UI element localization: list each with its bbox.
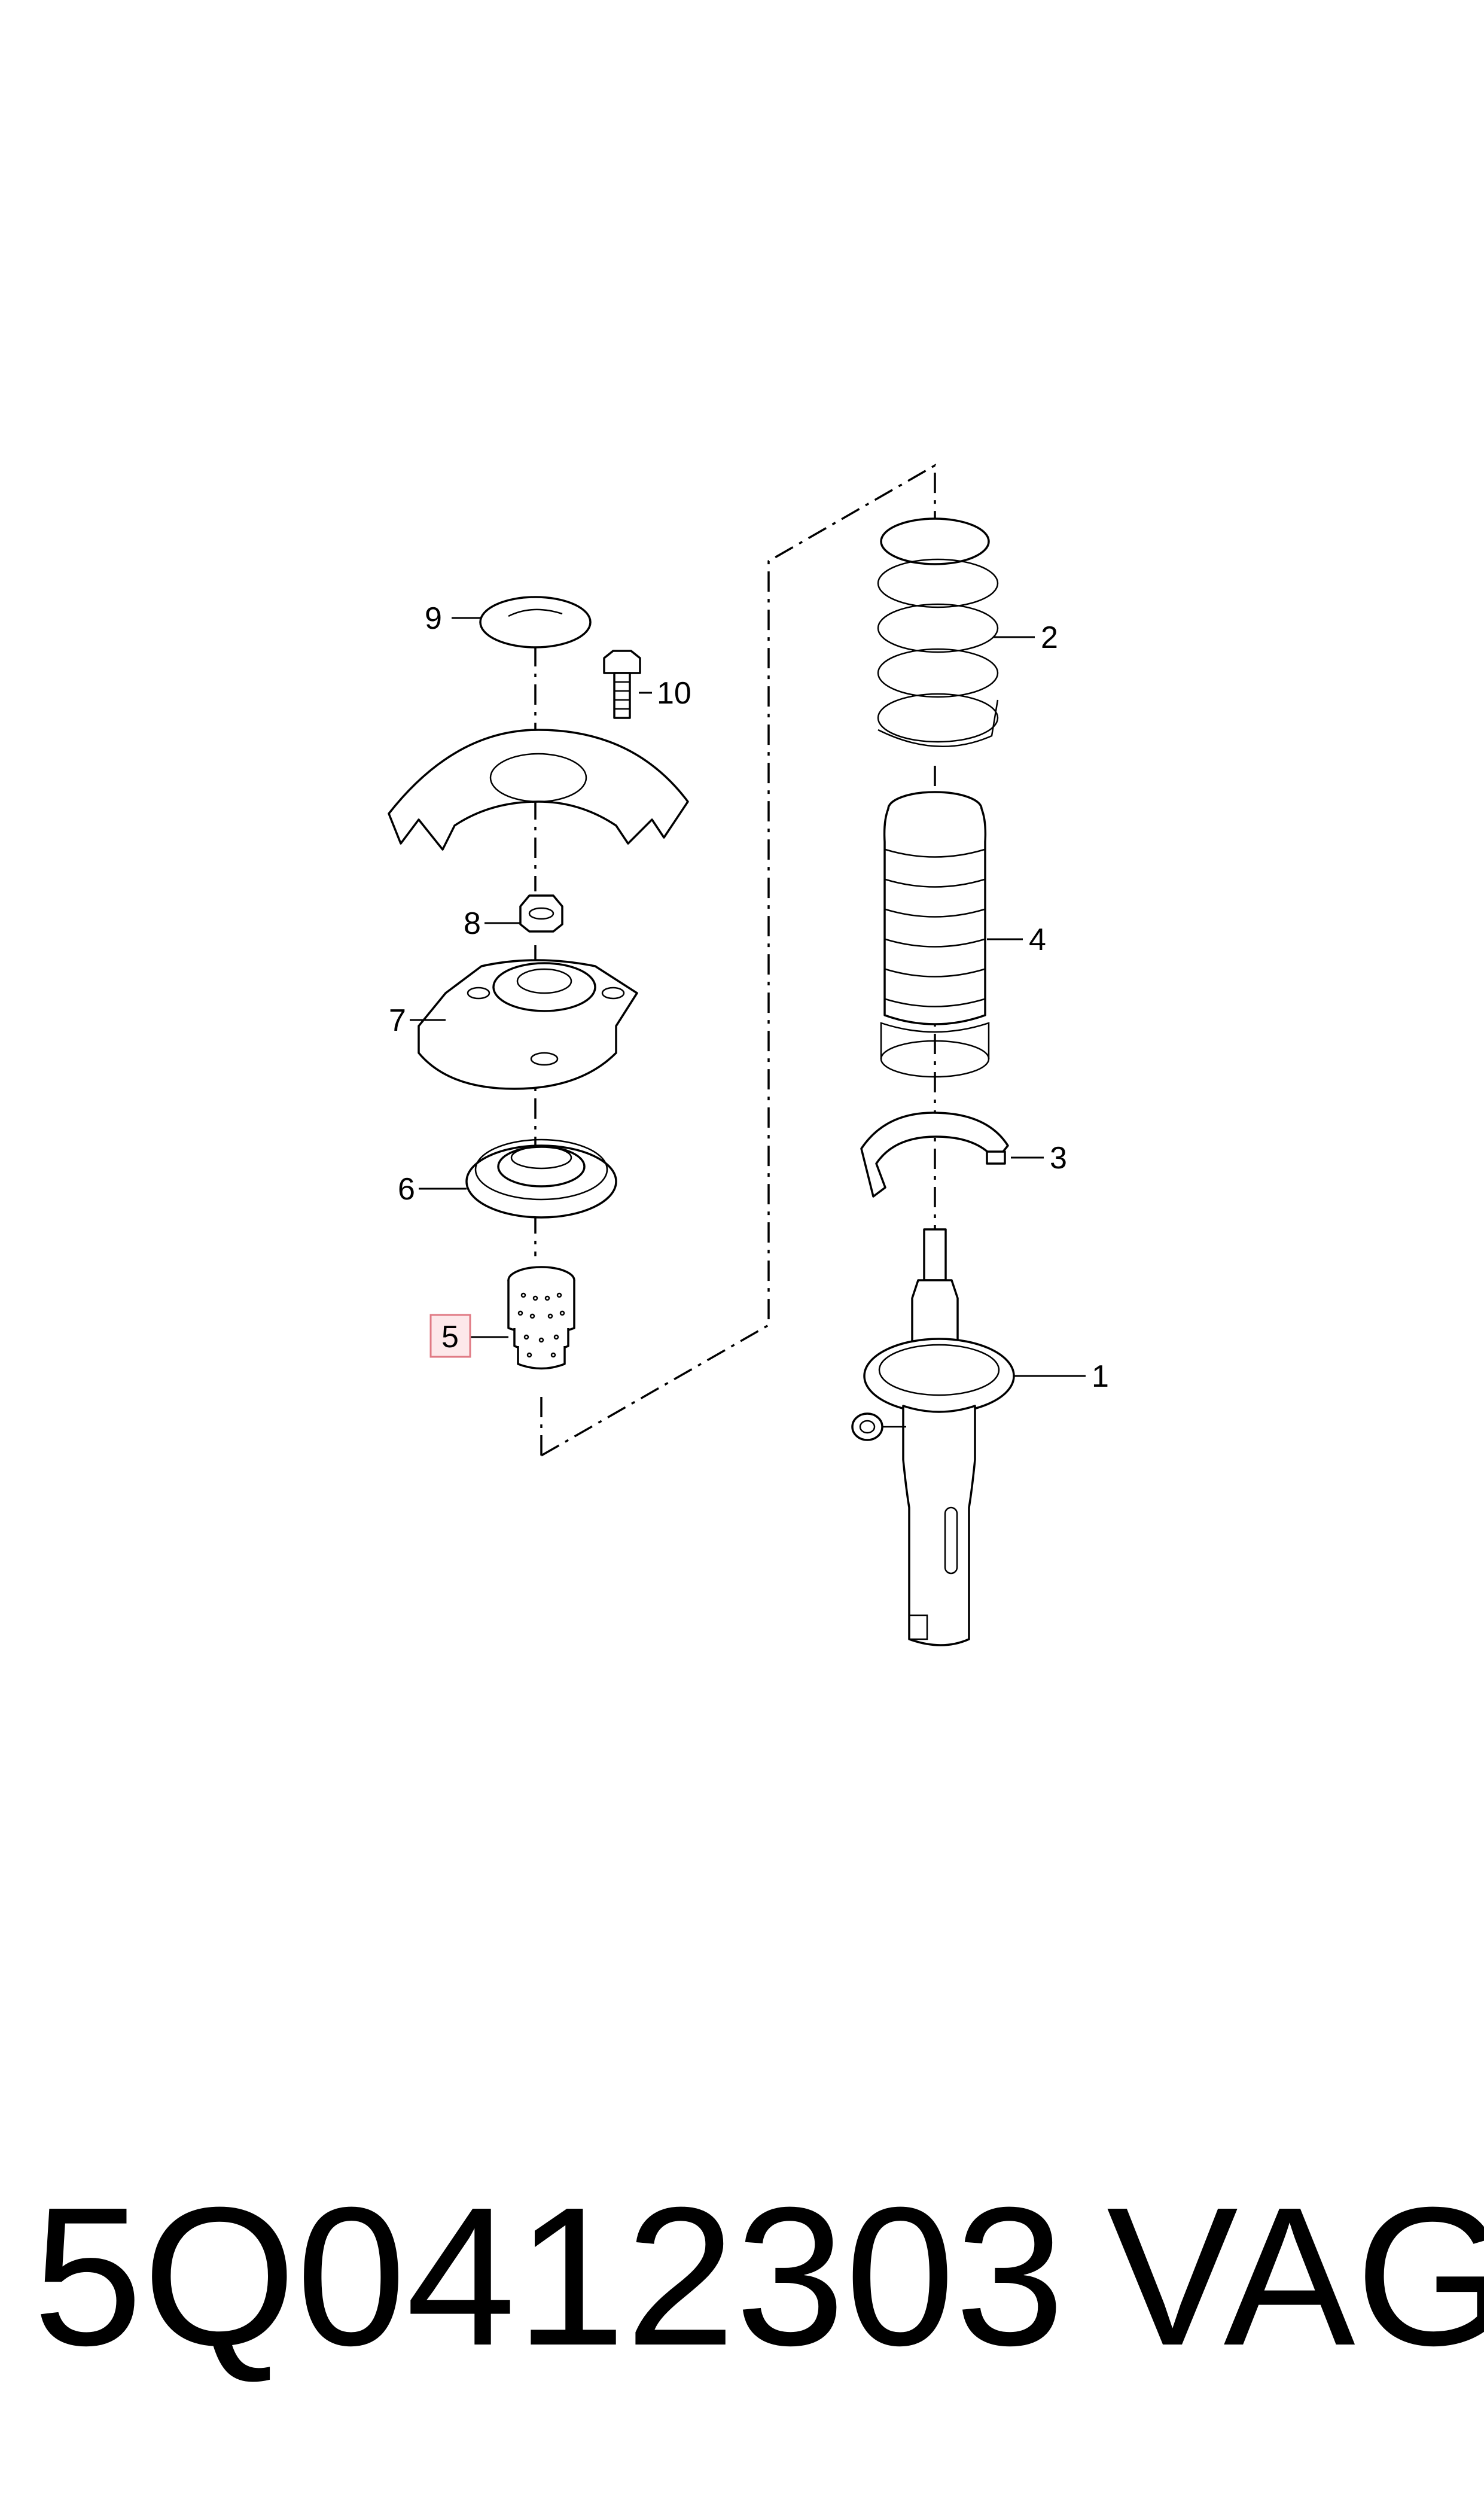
callout-8[interactable]: 8	[464, 906, 481, 941]
callout-5[interactable]: 5	[441, 1320, 459, 1354]
callout-4[interactable]: 4	[1029, 922, 1046, 957]
part-3-spring-seat	[860, 1112, 1009, 1198]
part-9-cap	[479, 596, 592, 648]
part-6-bearing	[465, 1138, 617, 1219]
assembly-line	[541, 463, 936, 1457]
part-4-boot	[880, 791, 990, 1078]
strut-mount-shield	[388, 729, 689, 851]
callout-2[interactable]: 2	[1041, 620, 1058, 655]
callout-1[interactable]: 1	[1092, 1359, 1109, 1394]
part-5-bump-stop	[507, 1266, 575, 1370]
callout-10[interactable]: 10	[657, 676, 691, 711]
leader-lines	[410, 617, 1086, 1377]
part-7-strut-mount	[418, 959, 638, 1090]
callout-6[interactable]: 6	[398, 1172, 415, 1207]
part-number-caption: 5Q0412303	[33, 2166, 1065, 2386]
callout-7[interactable]: 7	[389, 1003, 406, 1038]
part-10-bolt	[603, 650, 641, 719]
part-2-coil-spring	[877, 517, 999, 747]
part-1-shock-absorber	[851, 1228, 1015, 1646]
brand-caption: VAG	[1107, 2166, 1484, 2386]
callout-9[interactable]: 9	[425, 601, 442, 636]
highlight-box	[429, 1314, 471, 1358]
part-8-nut	[519, 894, 563, 933]
callout-3[interactable]: 3	[1050, 1141, 1067, 1176]
